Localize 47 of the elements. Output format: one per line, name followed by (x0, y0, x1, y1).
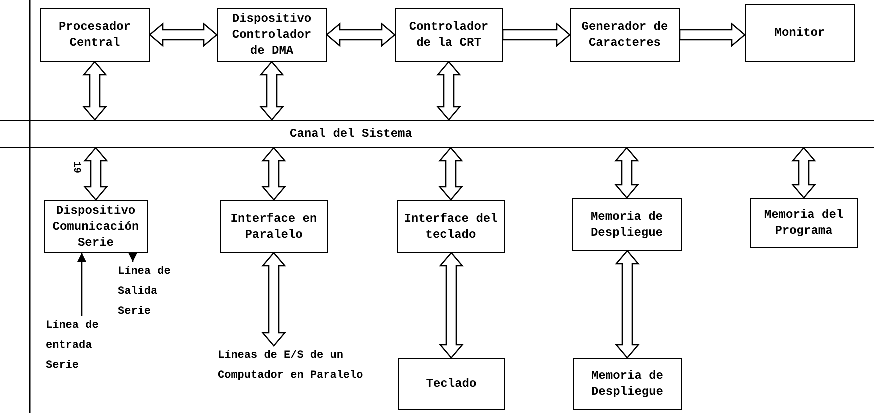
double-arrow (436, 61, 462, 121)
line-count-label: 19 (70, 162, 82, 174)
signal-label: Línea de Salida Serie (118, 265, 172, 320)
block-box (217, 8, 327, 62)
double-arrow (614, 147, 640, 199)
block-label: Dispositivo Comunicación Serie (52, 202, 140, 250)
block-label: Procesador Central (58, 19, 132, 51)
double-arrow (439, 252, 464, 359)
block-label: Teclado (426, 376, 477, 392)
double-arrow (260, 61, 284, 121)
double-arrow (149, 22, 218, 48)
bus-label: Canal del Sistema (290, 126, 412, 143)
system-bus-band (0, 120, 874, 148)
signal-label: Líneas de E/S de un Computador en Paralelo (218, 349, 364, 384)
block-box (573, 358, 682, 410)
double-arrow (262, 147, 286, 201)
block-box (745, 4, 855, 62)
signal-label: Línea de entrada Serie (46, 319, 100, 374)
double-arrow (262, 252, 286, 347)
double-arrow (326, 22, 396, 48)
double-arrow (792, 147, 816, 199)
block-label: Monitor (774, 25, 826, 41)
block-box (395, 8, 503, 62)
block-label: Memoria del Programa (763, 207, 845, 239)
block-box (750, 198, 858, 248)
block-box (220, 200, 328, 253)
block-box (397, 200, 505, 253)
block-box (570, 8, 680, 62)
block-box (398, 358, 505, 410)
double-arrow (502, 22, 571, 48)
block-label: Dispositivo Controlador de DMA (231, 11, 313, 59)
double-arrow (82, 61, 108, 121)
block-box (44, 200, 148, 253)
arrow (128, 252, 138, 262)
block-label: Memoria de Despliegue (590, 368, 664, 400)
double-arrow (84, 147, 108, 201)
block-label: Generador de Caracteres (580, 19, 670, 51)
block-label: Memoria de Despliegue (590, 208, 664, 240)
block-box (572, 198, 682, 251)
arrow (77, 253, 87, 316)
block-box (40, 8, 150, 62)
double-arrow (438, 147, 464, 201)
double-arrow (615, 250, 640, 359)
double-arrow (679, 22, 746, 48)
block-label: Controlador de la CRT (408, 19, 490, 51)
block-label: Interface en Paralelo (230, 210, 318, 242)
block-label: Interface del teclado (403, 210, 499, 242)
